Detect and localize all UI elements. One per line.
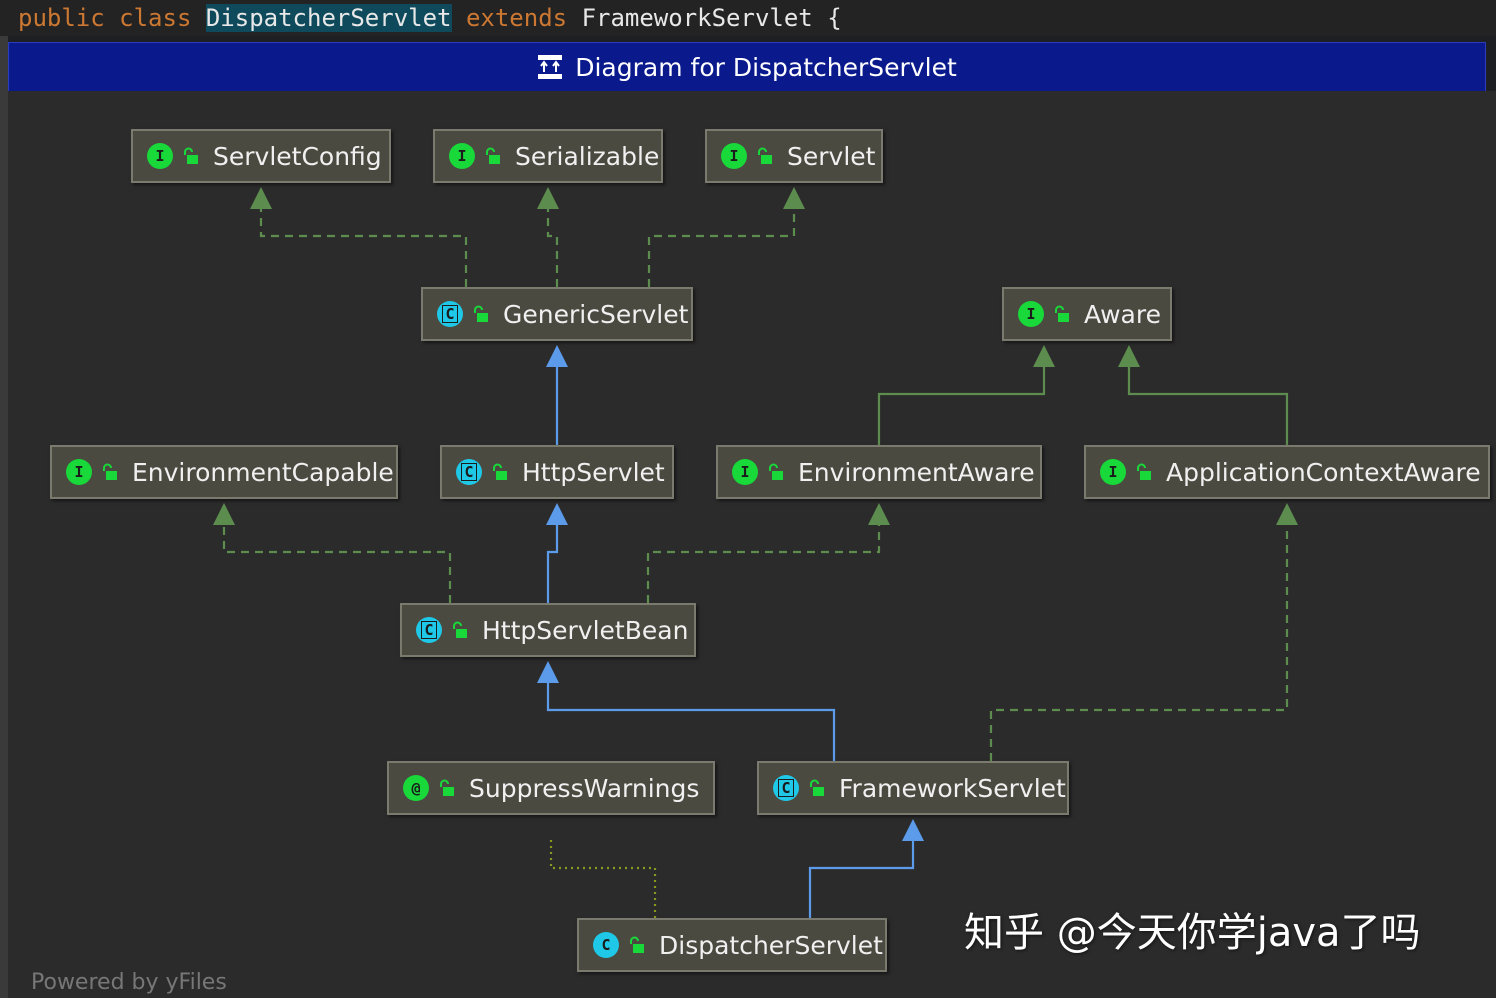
public-lock-icon	[103, 463, 117, 480]
arrowhead	[1033, 345, 1055, 367]
node-servlet-config[interactable]: I ServletConfig	[131, 129, 391, 183]
public-lock-icon	[453, 621, 467, 638]
edge-http-servlet-bean-to-environment-aware	[646, 503, 890, 603]
public-lock-icon	[493, 463, 507, 480]
code-line: public class DispatcherServlet extends F…	[0, 0, 1496, 36]
node-application-context-aware[interactable]: I ApplicationContextAware	[1084, 445, 1490, 499]
keyword-class: class	[119, 4, 192, 32]
public-lock-icon	[1137, 463, 1151, 480]
node-label: HttpServlet	[522, 457, 665, 487]
node-suppress-warnings[interactable]: @ SuppressWarnings	[387, 761, 715, 815]
class-name-highlight[interactable]: DispatcherServlet	[205, 4, 452, 32]
node-environment-aware[interactable]: I EnvironmentAware	[716, 445, 1042, 499]
arrowhead	[537, 661, 559, 683]
arrowhead	[1276, 503, 1298, 525]
node-label: DispatcherServlet	[659, 930, 883, 960]
node-label: FrameworkServlet	[839, 773, 1066, 803]
node-generic-servlet[interactable]: C GenericServlet	[421, 287, 693, 341]
node-label: Aware	[1084, 299, 1161, 329]
edges-layer	[213, 187, 1298, 918]
keyword-public: public	[18, 4, 105, 32]
public-lock-icon	[440, 779, 454, 796]
edge-http-servlet-bean-to-http-servlet	[546, 503, 568, 603]
public-lock-icon	[474, 305, 488, 322]
edge-generic-servlet-to-serializable	[537, 187, 559, 287]
node-label: ApplicationContextAware	[1166, 457, 1481, 487]
arrowhead	[902, 819, 924, 841]
node-label: ServletConfig	[213, 141, 382, 171]
node-label: Servlet	[787, 141, 876, 171]
public-lock-icon	[769, 463, 783, 480]
arrowhead	[546, 345, 568, 367]
node-label: GenericServlet	[503, 299, 689, 329]
keyword-extends: extends	[465, 4, 568, 32]
node-label: EnvironmentCapable	[132, 457, 394, 487]
abstract-badge-icon: C	[437, 301, 463, 327]
arrowhead	[250, 187, 272, 209]
abstract-badge-icon: C	[773, 775, 799, 801]
public-lock-icon	[630, 936, 644, 953]
node-dispatcher-servlet[interactable]: C DispatcherServlet	[577, 918, 887, 972]
interface-badge-icon: I	[1100, 459, 1126, 485]
interface-badge-icon: I	[1018, 301, 1044, 327]
arrowhead	[1118, 345, 1140, 367]
watermark: 知乎 @今天你学java了吗	[964, 910, 1421, 956]
editor-gutter	[0, 36, 8, 998]
public-lock-icon	[486, 147, 500, 164]
public-lock-icon	[184, 147, 198, 164]
node-framework-servlet[interactable]: C FrameworkServlet	[757, 761, 1069, 815]
public-lock-icon	[758, 147, 772, 164]
interface-badge-icon: I	[732, 459, 758, 485]
edge-dispatcher-servlet-to-suppress-warnings	[549, 839, 657, 918]
public-lock-icon	[1055, 305, 1069, 322]
arrowhead	[213, 503, 235, 525]
node-http-servlet-bean[interactable]: C HttpServletBean	[400, 603, 696, 657]
edge-http-servlet-to-generic-servlet	[546, 345, 568, 445]
node-servlet[interactable]: I Servlet	[705, 129, 883, 183]
annotation-badge-icon: @	[403, 775, 429, 801]
open-brace: {	[827, 4, 842, 32]
superclass-name[interactable]: FrameworkServlet	[581, 4, 813, 32]
arrowhead	[537, 187, 559, 209]
edge-application-context-aware-to-aware	[1118, 345, 1289, 445]
diagram-title: Diagram for DispatcherServlet	[575, 52, 957, 82]
edge-framework-servlet-to-application-context-aware	[989, 503, 1298, 761]
node-http-servlet[interactable]: C HttpServlet	[440, 445, 674, 499]
node-aware[interactable]: I Aware	[1002, 287, 1172, 341]
arrowhead	[783, 187, 805, 209]
node-label: EnvironmentAware	[798, 457, 1035, 487]
node-label: HttpServletBean	[482, 615, 689, 645]
node-label: SuppressWarnings	[469, 773, 700, 803]
node-serializable[interactable]: I Serializable	[433, 129, 663, 183]
node-label: Serializable	[515, 141, 660, 171]
node-environment-capable[interactable]: I EnvironmentCapable	[50, 445, 398, 499]
interface-badge-icon: I	[147, 143, 173, 169]
abstract-badge-icon: C	[416, 617, 442, 643]
arrowhead	[546, 503, 568, 525]
edge-environment-aware-to-aware	[877, 345, 1055, 445]
edge-framework-servlet-to-http-servlet-bean	[537, 661, 836, 761]
class-badge-icon: C	[593, 932, 619, 958]
diagram-title-bar: Diagram for DispatcherServlet	[8, 42, 1486, 92]
public-lock-icon	[810, 779, 824, 796]
abstract-badge-icon: C	[456, 459, 482, 485]
arrowhead	[868, 503, 890, 525]
edge-http-servlet-bean-to-environment-capable	[213, 503, 452, 603]
interface-badge-icon: I	[449, 143, 475, 169]
edge-generic-servlet-to-servlet-config	[250, 187, 468, 287]
powered-by-label: Powered by yFiles	[31, 970, 227, 995]
edge-dispatcher-servlet-to-framework-servlet	[808, 819, 924, 918]
interface-badge-icon: I	[66, 459, 92, 485]
edge-generic-servlet-to-servlet	[647, 187, 805, 287]
interface-badge-icon: I	[721, 143, 747, 169]
diagram-icon	[538, 55, 563, 79]
